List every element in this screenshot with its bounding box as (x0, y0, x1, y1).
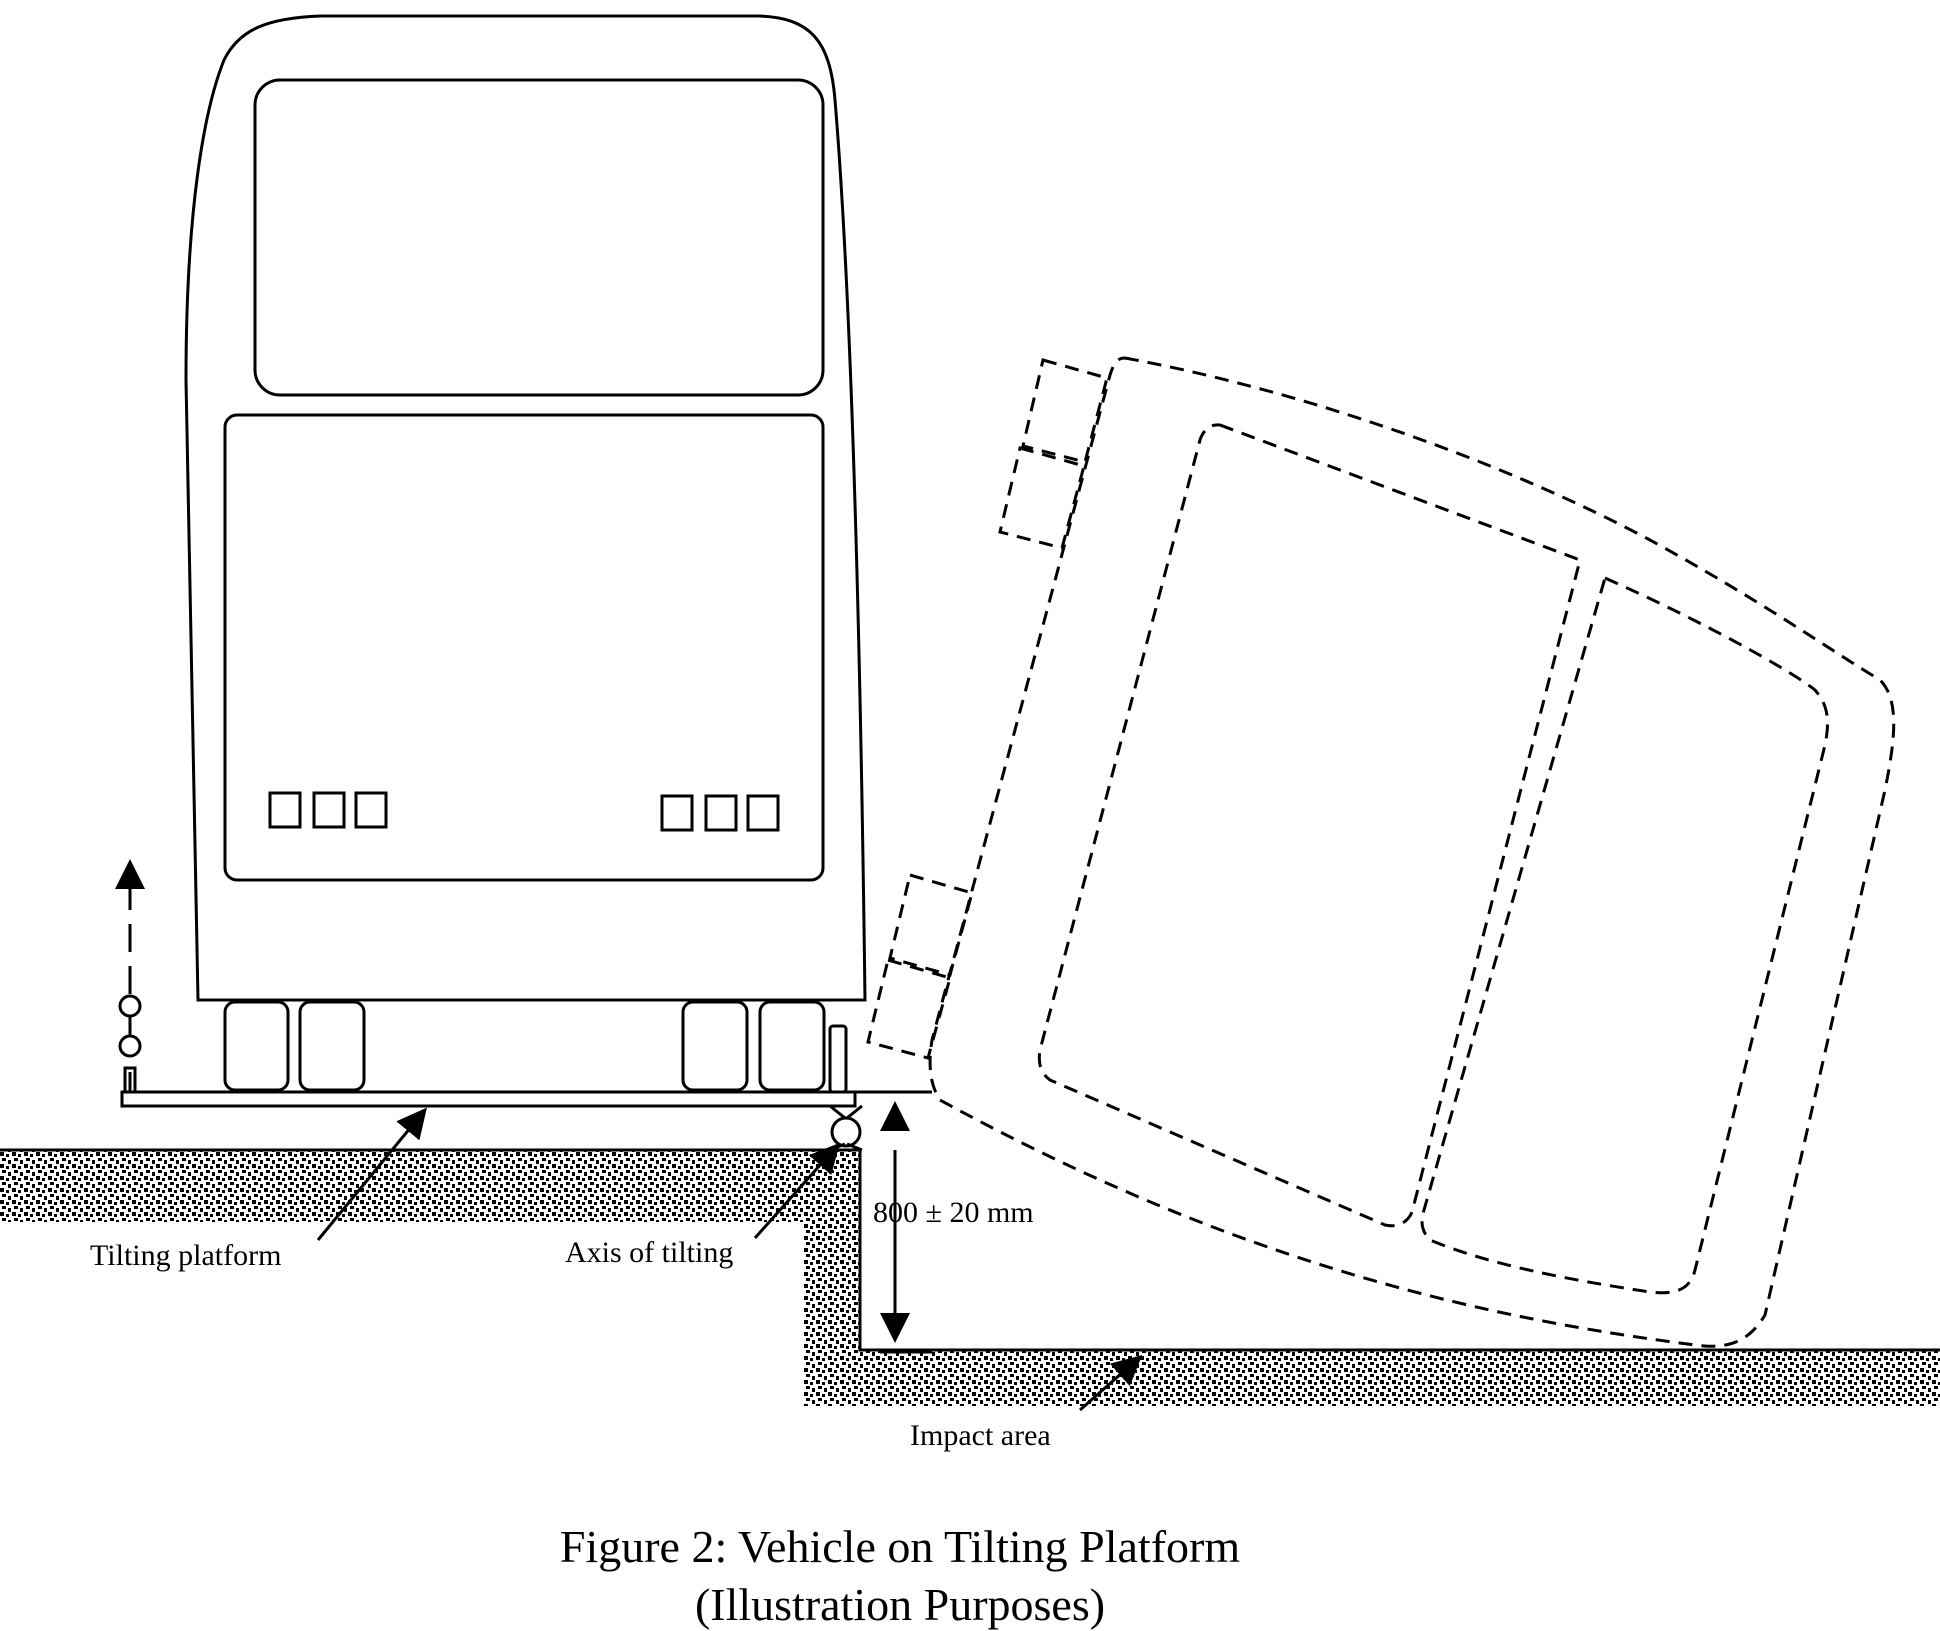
tilted-vehicle (866, 356, 1896, 1348)
left-light-cluster (268, 791, 388, 829)
caption-subtitle: (Illustration Purposes) (695, 1579, 1105, 1630)
impact-area-label: Impact area (910, 1419, 1051, 1452)
windshield (253, 78, 825, 397)
wheel-stop (828, 1024, 848, 1094)
tilted-upper-wheels (998, 358, 1109, 550)
tilted-front-window (1037, 423, 1582, 1228)
tilting-platform[interactable] (120, 1090, 857, 1108)
vehicle-body (184, 14, 867, 1002)
lifting-mechanism (115, 859, 145, 1094)
impact-area-leader (1079, 1355, 1143, 1412)
right-light-cluster (660, 794, 780, 832)
tilted-lower-wheels (866, 873, 974, 1060)
ground-surface-line (0, 1148, 1940, 1352)
height-label: 800 ± 20 mm (873, 1196, 1034, 1229)
tilting-platform-leader (316, 1107, 427, 1241)
axis-of-tilting-label: Axis of tilting (565, 1236, 733, 1269)
height-dimension (856, 1090, 932, 1354)
axis-of-tilting-leader (753, 1142, 840, 1239)
tilting-axis-pivot (829, 1104, 863, 1152)
tilting-platform-label: Tilting platform (90, 1239, 281, 1272)
upright-vehicle (184, 14, 867, 1092)
wheels (223, 1000, 826, 1092)
tilted-side-window (1420, 575, 1829, 1295)
upper-ground (0, 1150, 1940, 1406)
tilted-vehicle-body (928, 356, 1896, 1348)
lower-panel (223, 413, 825, 882)
caption-title: Figure 2: Vehicle on Tilting Platform (560, 1521, 1240, 1572)
